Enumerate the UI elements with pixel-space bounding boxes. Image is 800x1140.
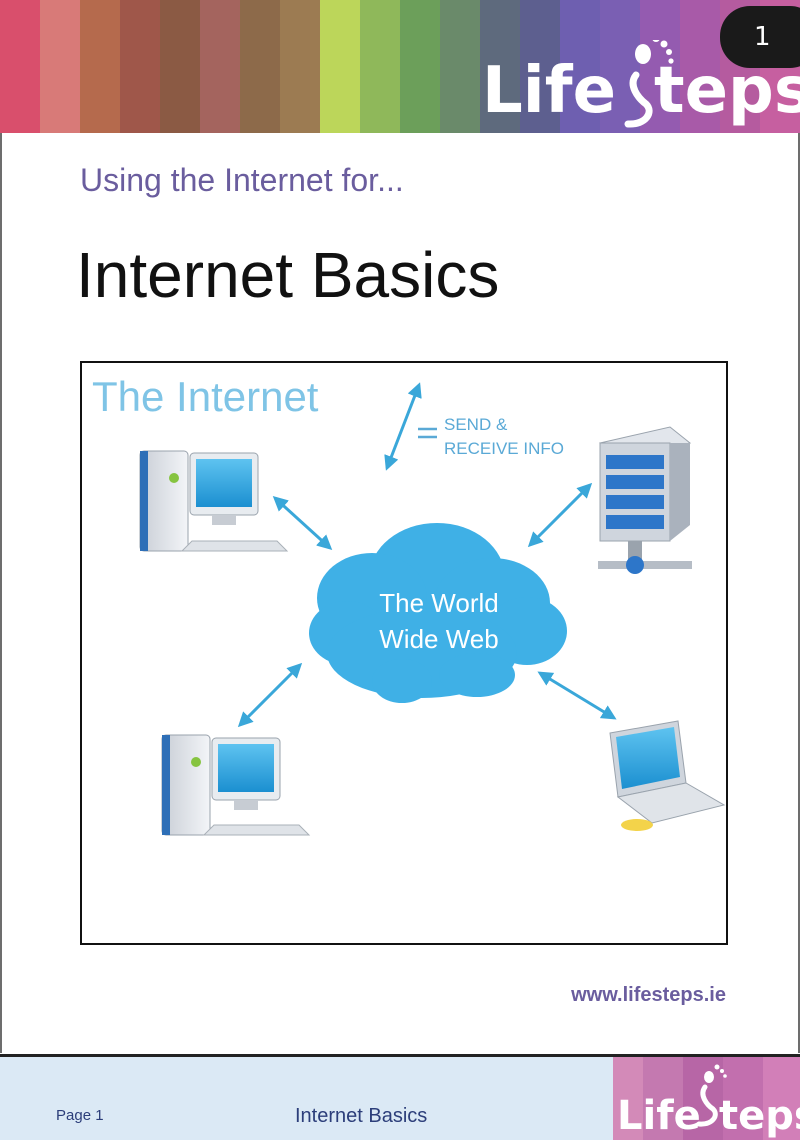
diagram-title: The Internet: [92, 373, 319, 420]
header-stripe: [400, 0, 440, 133]
desktop-computer-icon: [161, 734, 311, 836]
send-label-line1: SEND &: [444, 415, 508, 434]
header-banner: Life teps 1: [0, 0, 800, 133]
page-number-badge: 1: [720, 6, 800, 68]
header-stripe: [320, 0, 360, 133]
color-stripes: [0, 0, 800, 133]
header-stripe: [560, 0, 600, 133]
header-stripe: [200, 0, 240, 133]
header-stripe: [520, 0, 560, 133]
page-border-left: [0, 133, 2, 1053]
svg-text:Life: Life: [482, 54, 616, 128]
page-title: Internet Basics: [76, 239, 500, 311]
header-stripe: [280, 0, 320, 133]
svg-text:teps: teps: [719, 1093, 800, 1139]
footer-divider: [0, 1054, 800, 1057]
website-url[interactable]: www.lifesteps.ie: [571, 984, 726, 1006]
laptop-icon: [609, 720, 726, 831]
header-stripe: [360, 0, 400, 133]
send-label-line2: RECEIVE INFO: [444, 439, 564, 458]
footer-title: Internet Basics: [295, 1105, 428, 1127]
header-stripe: [480, 0, 520, 133]
header-stripe: [160, 0, 200, 133]
cloud-label: The World Wide Web: [354, 585, 524, 657]
internet-diagram: The Internet SEND & RECEIVE INFO The Wor…: [80, 361, 728, 945]
header-stripe: [440, 0, 480, 133]
page-border-right: [798, 133, 800, 1053]
cloud-label-line2: Wide Web: [379, 624, 499, 654]
header-stripe: [80, 0, 120, 133]
footer: Page 1 Internet Basics Life teps: [0, 1057, 800, 1140]
send-receive-label: SEND & RECEIVE INFO: [444, 413, 564, 461]
header-stripe: [240, 0, 280, 133]
desktop-computer-icon: [139, 450, 289, 552]
svg-text:Life: Life: [617, 1093, 701, 1139]
header-stripe: [120, 0, 160, 133]
header-stripe: [600, 0, 640, 133]
header-stripe: [680, 0, 720, 133]
footer-logo: Life teps: [613, 1057, 800, 1140]
cloud-icon: [309, 523, 567, 703]
header-stripe: [40, 0, 80, 133]
cloud-label-line1: The World: [379, 588, 499, 618]
footer-page-label: Page 1: [56, 1107, 104, 1124]
header-stripe: [0, 0, 40, 133]
page-subtitle: Using the Internet for...: [80, 162, 404, 198]
server-icon: [598, 426, 692, 574]
